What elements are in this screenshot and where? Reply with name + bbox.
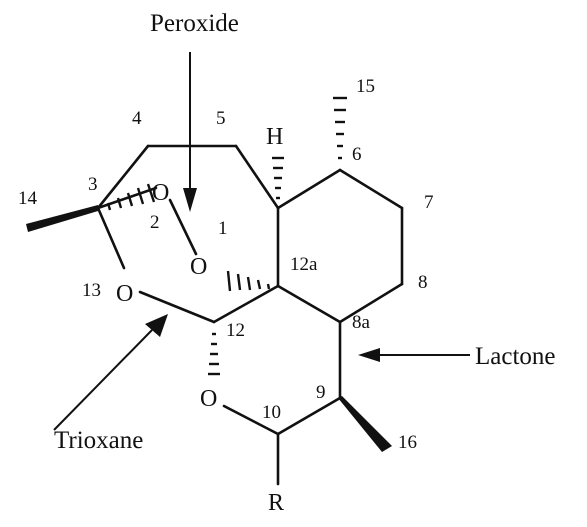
hash-c6-c15 (333, 96, 347, 160)
atom-o11: O (200, 386, 217, 412)
bond-o13-c12 (138, 290, 216, 324)
bond-c3-c4 (96, 144, 150, 210)
bond-c10-o11 (222, 404, 280, 436)
hash-c12a-o1 (226, 270, 271, 292)
hash-c3-o2 (106, 183, 156, 211)
atom-o2: O (152, 180, 169, 206)
bond-c3-o13 (96, 206, 126, 270)
pos-8: 8 (418, 272, 428, 293)
lactone-arrow (358, 348, 470, 362)
pos-15: 15 (356, 76, 375, 97)
pos-5: 5 (216, 108, 226, 129)
pos-2: 2 (150, 212, 160, 233)
wedge-c9-c16 (338, 396, 392, 452)
bond-c8a-c12a (276, 284, 342, 324)
atom-r: R (268, 490, 284, 516)
pos-16: 16 (398, 432, 417, 453)
bond-skeleton (96, 144, 404, 486)
pos-3: 3 (88, 174, 98, 195)
wedge-c3-c14 (26, 205, 98, 232)
bond-c8-c8a (338, 282, 404, 324)
pos-12: 12 (226, 320, 245, 341)
pos-6: 6 (352, 144, 362, 165)
hash-c5a-h (272, 156, 284, 200)
atom-o13: O (116, 281, 133, 307)
peroxide-arrow (183, 52, 197, 212)
lactone-label: Lactone (475, 343, 556, 370)
trioxane-label: Trioxane (54, 427, 143, 454)
peroxide-label: Peroxide (150, 10, 239, 37)
pos-13: 13 (82, 280, 101, 301)
atom-o1: O (190, 254, 207, 280)
trioxane-arrow (53, 314, 168, 431)
bond-c12-c12a (212, 284, 280, 324)
bond-c5a-c6 (276, 168, 342, 210)
atom-h: H (266, 124, 283, 150)
bond-c6-c7 (338, 168, 404, 210)
pos-4: 4 (132, 108, 142, 129)
bond-c5-c5a (234, 144, 280, 210)
pos-7: 7 (424, 192, 434, 213)
bond-c9-c10 (276, 396, 342, 436)
pos-1: 1 (218, 218, 228, 239)
bond-o2-o1 (168, 198, 198, 256)
pos-10: 10 (262, 402, 281, 423)
pos-12a: 12a (290, 254, 318, 275)
pos-8a: 8a (352, 312, 371, 333)
hash-c12-o11 (208, 332, 220, 376)
pos-9: 9 (316, 382, 326, 403)
pos-14: 14 (18, 188, 38, 209)
